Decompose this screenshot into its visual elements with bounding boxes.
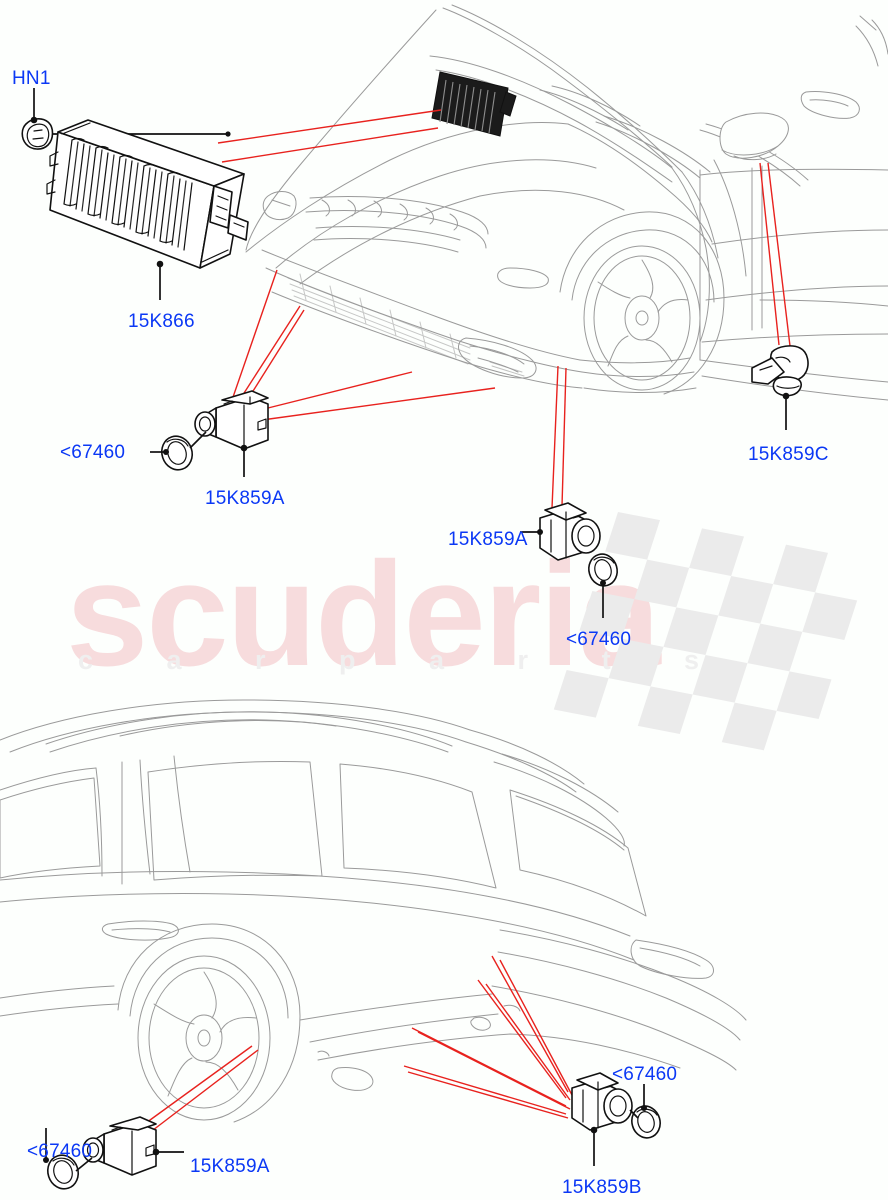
rear-vehicle-illustration	[0, 699, 747, 1123]
callout-67460-front-centre: <67460	[566, 629, 632, 650]
door-mirror-sensor-part	[751, 345, 809, 430]
callout-67460-rear-left: <67460	[27, 1141, 93, 1162]
parking-aid-control-module-part	[46, 119, 249, 269]
callout-67460-rear-right: <67460	[612, 1064, 678, 1085]
front-left-sensor-assembly	[150, 390, 269, 477]
leader-lines-front	[217, 109, 791, 509]
callout-15k859c: 15K859C	[748, 444, 829, 465]
leader-lines-rear	[127, 955, 573, 1141]
rear-right-sensor-assembly	[571, 1072, 661, 1166]
front-left-parking-sensor-part	[194, 390, 269, 450]
callout-15k859a-front-centre: 15K859A	[448, 529, 528, 550]
callout-15k866: 15K866	[128, 311, 195, 332]
rear-left-sensor-bezel	[46, 1154, 80, 1190]
rear-parking-sensor-part	[571, 1072, 633, 1131]
front-vehicle-illustration	[245, 4, 888, 401]
watermark-tagline-text: c a r p a r t s	[78, 645, 733, 675]
callout-hn1: HN1	[12, 68, 51, 89]
front-centre-sensor-bezel	[588, 553, 618, 587]
module-leader	[156, 260, 164, 300]
retaining-nut-part	[21, 118, 54, 150]
callout-15k859a-front-left: 15K859A	[205, 488, 285, 509]
callout-15k859b: 15K859B	[562, 1177, 642, 1198]
rear-left-sensor-assembly	[43, 1116, 184, 1190]
callout-67460-front-left: <67460	[60, 442, 126, 463]
front-centre-sensor-part	[539, 502, 601, 561]
module-installed-position	[431, 71, 517, 137]
callout-15k859a-rear-left: 15K859A	[190, 1156, 270, 1177]
front-centre-sensor-assembly	[520, 502, 618, 618]
rear-left-parking-sensor-part	[82, 1116, 157, 1176]
front-left-sensor-bezel	[160, 435, 194, 471]
